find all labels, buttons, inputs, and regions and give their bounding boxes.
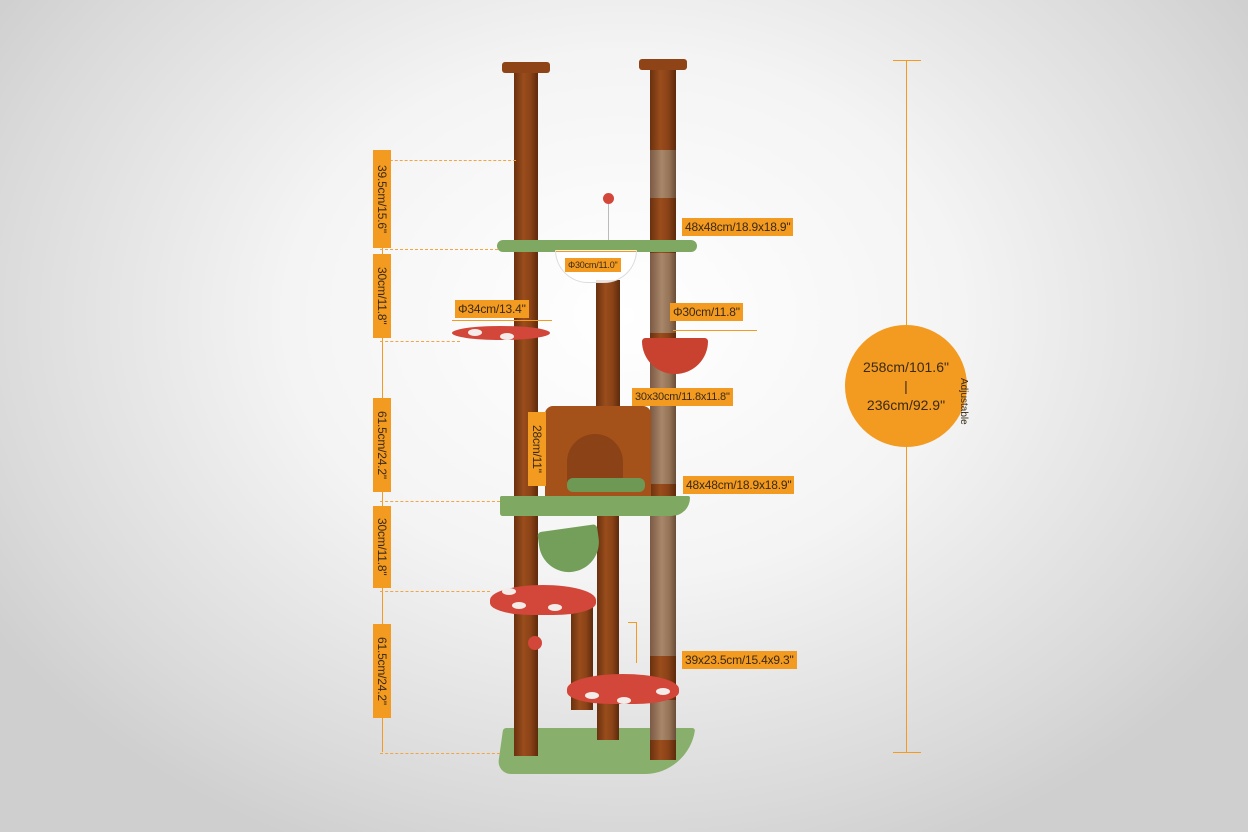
bowl-measure-line: [556, 251, 636, 252]
dim-label-4: 30cm/11.8": [373, 506, 391, 588]
right-pole-sisal-5: [650, 700, 676, 740]
middle-platform: [500, 496, 690, 516]
center-pole-upper: [596, 280, 620, 410]
callout-mushroom-step: Φ34cm/13.4": [455, 300, 529, 318]
guide-line: [380, 753, 500, 754]
callout-basket: Φ30cm/11.8": [670, 303, 743, 321]
right-pole-sisal-4: [650, 516, 676, 656]
mushroom-dot: [468, 329, 482, 336]
mushroom-dot: [512, 602, 526, 609]
mushroom-measure-line: [452, 320, 552, 321]
toy-wire-top: [608, 204, 609, 240]
condo-entrance: [567, 434, 623, 484]
mushroom-dot: [502, 588, 516, 595]
condo-cushion: [567, 478, 645, 492]
mushroom-dot: [656, 688, 670, 695]
callout-top-platform: 48x48cm/18.9x18.9": [682, 218, 794, 236]
guide-line: [380, 160, 516, 161]
right-pole-sisal-2: [650, 253, 676, 333]
guide-line: [380, 249, 498, 250]
right-pole-sisal-1: [650, 150, 676, 198]
guide-line: [380, 591, 490, 592]
dim-label-2: 30cm/11.8": [373, 254, 391, 338]
guide-line: [380, 341, 460, 342]
height-separator: |: [904, 377, 908, 394]
right-pole-sisal-3: [650, 356, 676, 484]
center-pole-lower: [597, 500, 619, 740]
callout-middle-platform: 48x48cm/18.9x18.9": [683, 476, 795, 494]
guide-line: [380, 501, 500, 502]
toy-ball-top: [603, 193, 614, 204]
mushroom-dot: [585, 692, 599, 699]
height-max: 258cm/101.6": [863, 358, 949, 375]
dim-label-3: 61.5cm/24.2": [373, 398, 391, 492]
mushroom-dot: [500, 333, 514, 340]
mushroom-dot: [617, 697, 631, 704]
top-platform: [497, 240, 697, 252]
mushroom-dot: [548, 604, 562, 611]
dim-label-1: 39.5cm/15.6": [373, 150, 391, 248]
left-pole-cap: [502, 62, 550, 73]
height-cap-top: [893, 60, 921, 61]
right-pole-cap: [639, 59, 687, 70]
callout-condo: 30x30cm/11.8x11.8": [632, 388, 733, 406]
total-height-badge: 258cm/101.6" | 236cm/92.9": [845, 325, 967, 447]
callout-top-bowl: Φ30cm/11.0": [565, 258, 621, 272]
arrow-down-icon: [628, 622, 637, 663]
callout-condo-height: 28cm/11": [528, 412, 546, 486]
height-cap-bottom: [893, 752, 921, 753]
hammock: [537, 524, 603, 576]
height-min: 236cm/92.9": [866, 396, 946, 413]
callout-bottom-step: 39x23.5cm/15.4x9.3": [682, 651, 797, 669]
adjustable-note: Adjustable: [958, 378, 969, 425]
toy-ball-bottom: [528, 636, 542, 650]
basket-measure-line: [673, 330, 757, 331]
dim-label-5: 61.5cm/24.2": [373, 624, 391, 718]
